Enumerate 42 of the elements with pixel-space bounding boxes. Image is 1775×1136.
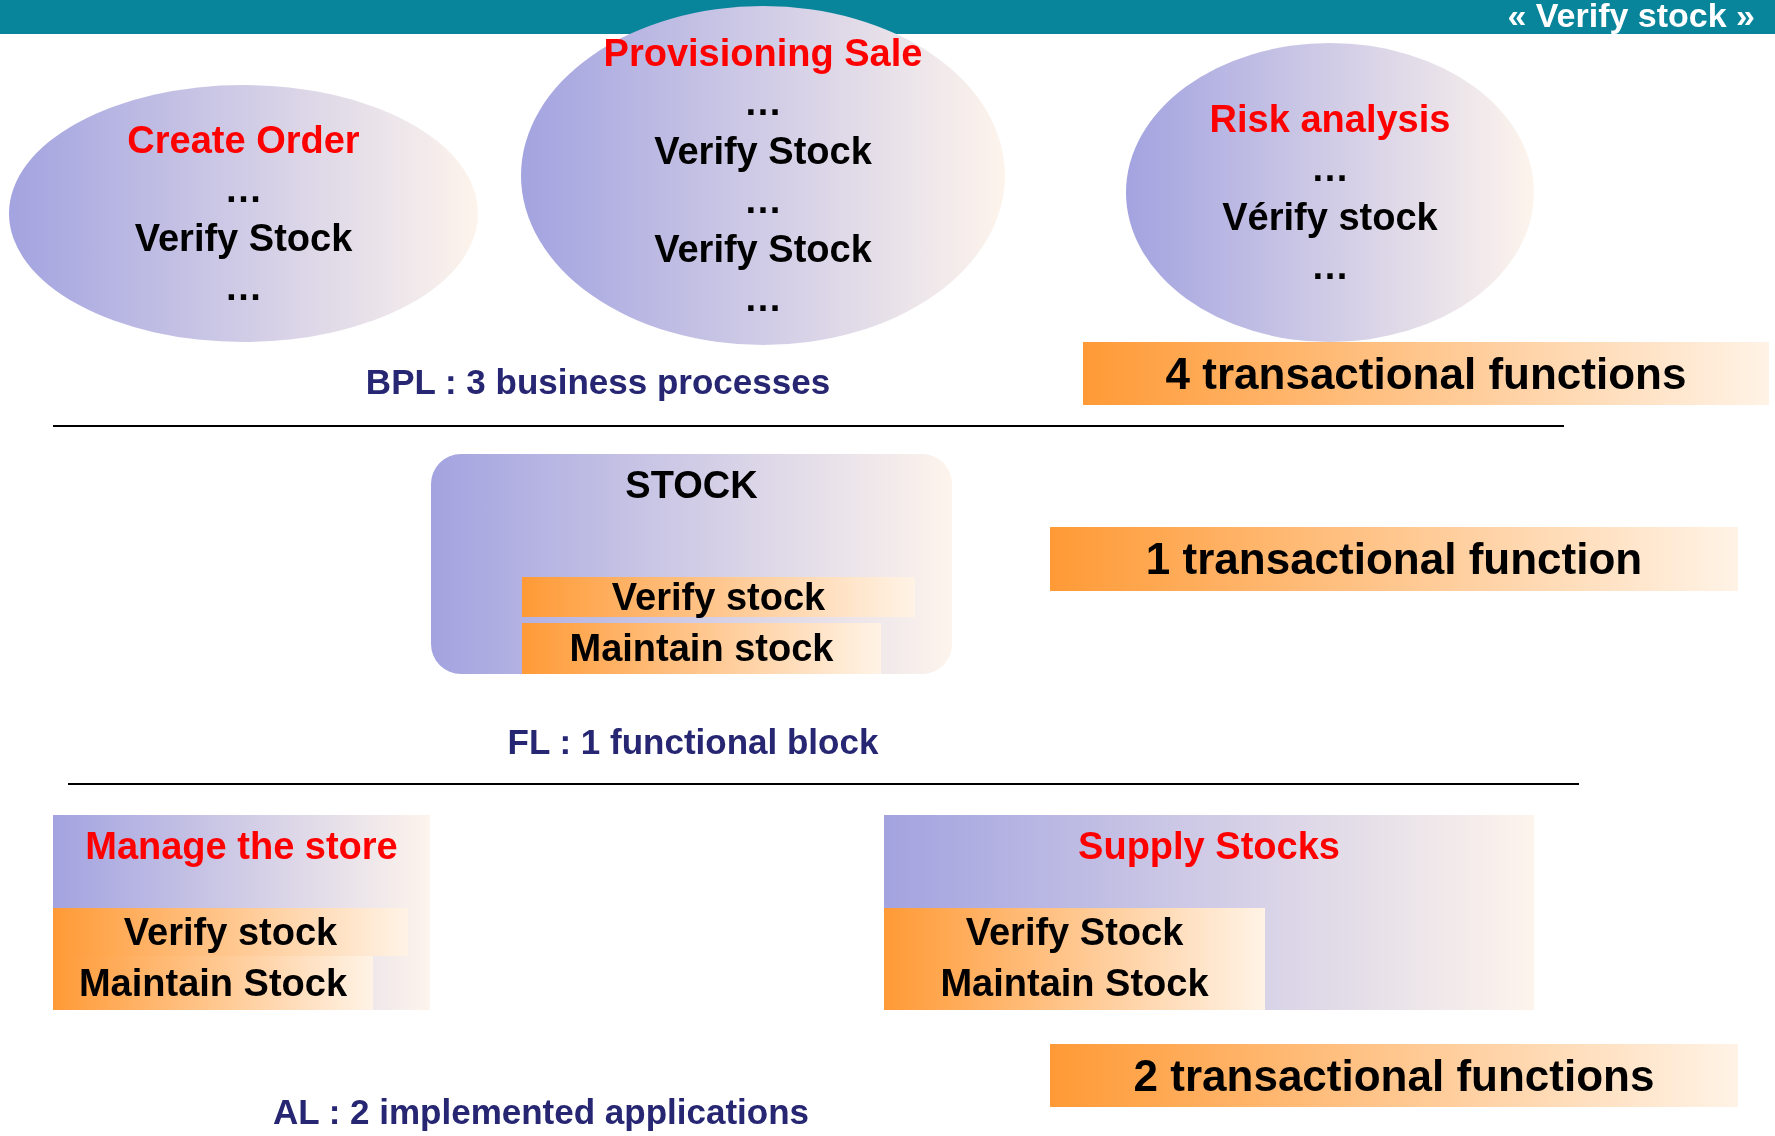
- count-text: 4 transactional functions: [1165, 348, 1687, 399]
- layer-label: BPL : 3 business processes: [365, 362, 831, 402]
- process-step: …: [1311, 143, 1349, 193]
- function-count-bar: [1050, 1044, 1738, 1107]
- process-step: …: [224, 164, 263, 214]
- function-bar: [522, 623, 881, 674]
- application-box: [884, 815, 1534, 1010]
- process-step: …: [1311, 241, 1349, 291]
- process-step: Verify Stock: [654, 126, 872, 176]
- process-step: …: [744, 175, 782, 225]
- process-step: Vérify stock: [1222, 192, 1438, 242]
- functional-block: [431, 454, 952, 674]
- function-bar: [53, 908, 408, 956]
- process-title: Risk analysis: [1209, 96, 1451, 142]
- function-bar: [53, 956, 373, 1010]
- process-step: Verify Stock: [134, 213, 353, 263]
- function-bar: [884, 956, 1265, 1010]
- function-count-bar: [1083, 342, 1769, 405]
- process-step: …: [744, 77, 782, 127]
- function-count-bar: [1050, 527, 1738, 591]
- count-text: 1 transactional function: [1145, 534, 1643, 584]
- function-name: Verify stock: [123, 910, 338, 954]
- process-step: …: [744, 273, 782, 323]
- function-bar: [884, 908, 1265, 956]
- function-name: Maintain stock: [569, 627, 834, 670]
- application-title: Supply Stocks: [1077, 825, 1341, 868]
- count-text: 2 transactional functions: [1133, 1050, 1655, 1101]
- process-step: Verify Stock: [654, 224, 872, 274]
- process-title: Provisioning Sale: [603, 30, 923, 76]
- block-title: STOCK: [624, 464, 759, 507]
- application-title: Manage the store: [84, 825, 399, 868]
- slide-title: « Verify stock »: [1507, 0, 1755, 35]
- function-name: Verify Stock: [965, 910, 1184, 954]
- function-bar: [522, 577, 915, 617]
- function-name: Maintain Stock: [940, 961, 1209, 1005]
- layer-label: AL : 2 implemented applications: [272, 1092, 810, 1132]
- process-step: …: [224, 262, 263, 312]
- function-name: Verify stock: [611, 575, 826, 619]
- function-name: Maintain Stock: [78, 961, 348, 1005]
- application-box: [53, 815, 430, 1010]
- process-title: Create Order: [127, 117, 360, 163]
- layer-label: FL : 1 functional block: [507, 722, 879, 762]
